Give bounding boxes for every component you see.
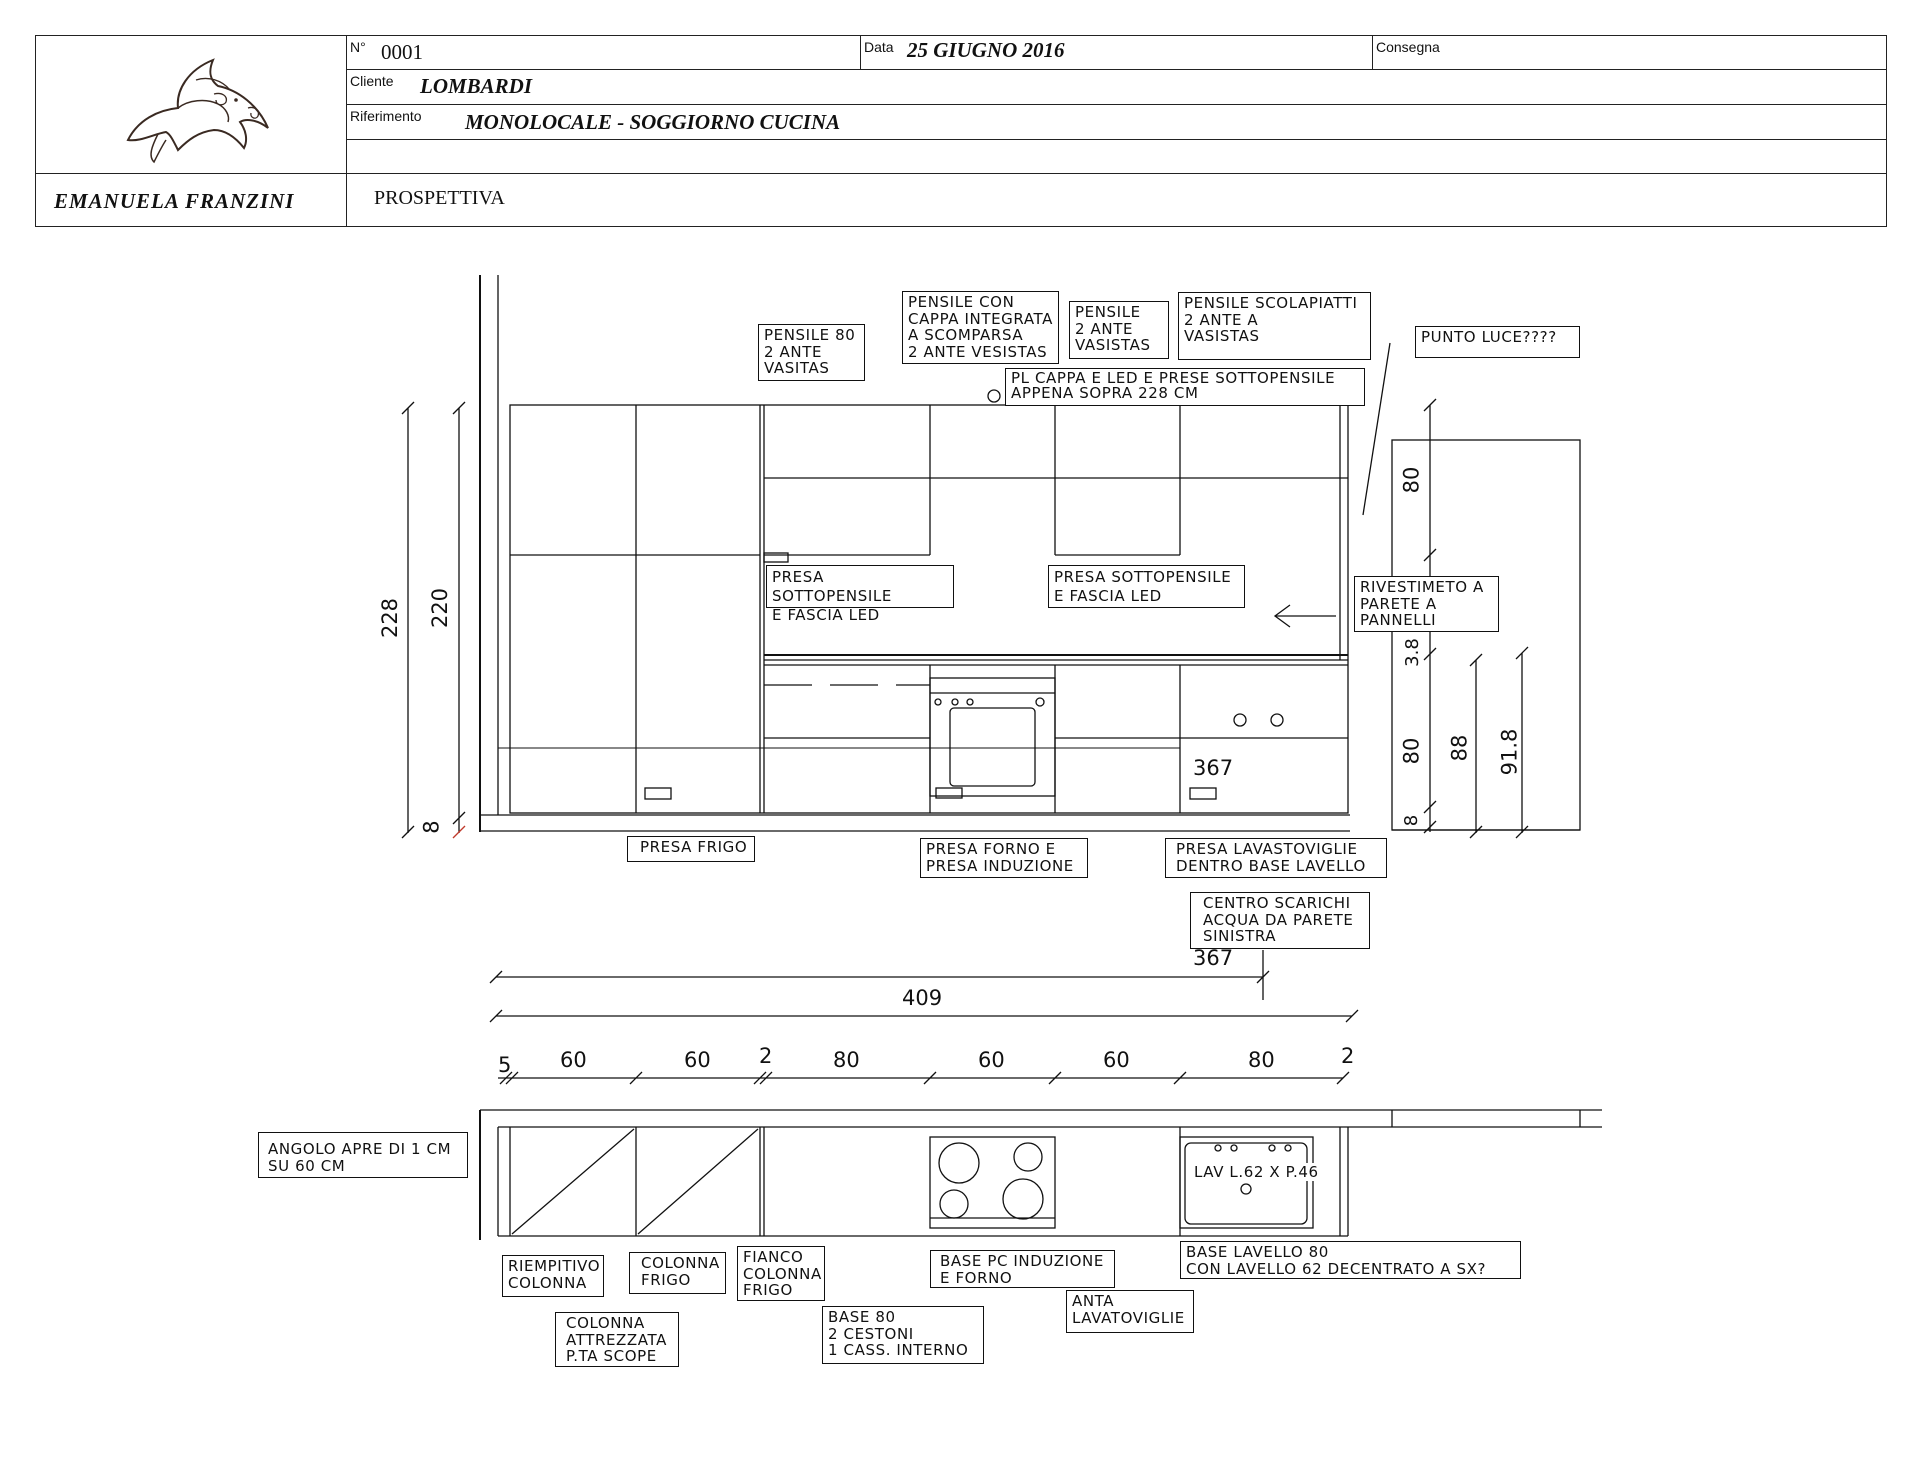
module-width-80a: 80: [833, 1048, 860, 1072]
dim-91-8: 91.8: [1497, 728, 1522, 776]
number-value: 0001: [381, 40, 423, 64]
reference-label: Riferimento: [350, 108, 422, 124]
dim-409: 409: [902, 986, 943, 1010]
note-base-lavello: BASE LAVELLO 80 CON LAVELLO 62 DECENTRAT…: [1180, 1241, 1521, 1279]
note-pensile-scolapiatti: PENSILE SCOLAPIATTI 2 ANTE A VASISTAS: [1178, 292, 1371, 360]
note-colonna-attrezzata: COLONNA ATTREZZATA P.TA SCOPE: [555, 1312, 679, 1367]
dim-80-top: 80: [1399, 466, 1424, 494]
number-label: N°: [350, 39, 366, 55]
note-base-80: BASE 80 2 CESTONI 1 CASS. INTERNO: [822, 1306, 984, 1364]
note-centro-scarichi: CENTRO SCARICHI ACQUA DA PARETE SINISTRA: [1190, 892, 1370, 949]
note-presa-sottopensile-1: PRESA SOTTOPENSILE E FASCIA LED: [766, 565, 954, 624]
note-riempitivo: RIEMPITIVO COLONNA: [502, 1255, 604, 1297]
module-width-60a: 60: [560, 1048, 587, 1072]
title-block-row-2: [346, 104, 1887, 105]
note-base-pc: BASE PC INDUZIONE E FORNO: [930, 1250, 1115, 1288]
client-value: LOMBARDI: [420, 74, 533, 98]
dim-220: 220: [428, 587, 453, 629]
module-width-5: 5: [498, 1053, 512, 1077]
dim-3-8: 3.8: [1401, 638, 1423, 667]
note-rivestimento: RIVESTIMETO A PARETE A PANNELLI: [1354, 576, 1499, 632]
client-label: Cliente: [350, 73, 394, 89]
dim-80-base: 80: [1399, 737, 1424, 765]
date-label: Data: [864, 39, 894, 55]
view-name: PROSPETTIVA: [374, 187, 505, 209]
note-pensile-80: PENSILE 80 2 ANTE VASITAS: [758, 324, 865, 381]
dim-367-inner: 367: [1193, 756, 1234, 780]
note-colonna-frigo: COLONNA FRIGO: [629, 1252, 726, 1294]
note-lavastoviglie: ANTA LAVATOVIGLIE: [1066, 1290, 1194, 1333]
module-width-60c: 60: [978, 1048, 1005, 1072]
title-block-divider-bottom: [35, 173, 1887, 174]
sink-label: LAV L.62 X P.46: [1193, 1163, 1320, 1181]
dolphin-logo-icon: [126, 58, 269, 164]
note-pensile-2-ante: PENSILE 2 ANTE VASISTAS: [1069, 301, 1169, 359]
title-block-row-1: [346, 69, 1887, 70]
designer-name: EMANUELA FRANZINI: [54, 189, 295, 213]
note-presa-lavastoviglie: PRESA LAVASTOVIGLIE DENTRO BASE LAVELLO: [1165, 838, 1387, 878]
title-block-col-date: [860, 35, 861, 70]
module-width-60b: 60: [684, 1048, 711, 1072]
module-width-2b: 2: [1341, 1044, 1355, 1068]
title-block-col-delivery: [1372, 35, 1373, 70]
note-pensile-cappa: PENSILE CON CAPPA INTEGRATA A SCOMPARSA …: [902, 291, 1059, 364]
dim-367: 367: [1193, 946, 1234, 970]
note-presa-frigo: PRESA FRIGO: [627, 836, 755, 862]
dim-8-left: 8: [419, 820, 444, 834]
note-angolo: ANGOLO APRE DI 1 CM SU 60 CM: [258, 1132, 468, 1178]
date-value: 25 GIUGNO 2016: [907, 38, 1065, 62]
module-width-80b: 80: [1248, 1048, 1275, 1072]
title-block-divider-vertical: [346, 35, 347, 227]
title-block-row-3: [346, 139, 1887, 140]
module-width-60d: 60: [1103, 1048, 1130, 1072]
dim-228: 228: [378, 597, 403, 639]
reference-value: MONOLOCALE - SOGGIORNO CUCINA: [465, 110, 841, 134]
dim-8-right: 8: [1401, 814, 1423, 827]
dim-88: 88: [1447, 734, 1472, 762]
note-presa-sottopensile-2: PRESA SOTTOPENSILE E FASCIA LED: [1048, 565, 1245, 608]
delivery-label: Consegna: [1376, 39, 1440, 55]
title-block: [35, 35, 1887, 227]
note-presa-forno: PRESA FORNO E PRESA INDUZIONE: [920, 838, 1088, 878]
note-pl-cappa: PL CAPPA E LED E PRESE SOTTOPENSILE APPE…: [1005, 368, 1365, 406]
module-width-2a: 2: [759, 1044, 773, 1068]
note-fianco: FIANCO COLONNA FRIGO: [737, 1246, 825, 1301]
note-punto-luce: PUNTO LUCE????: [1415, 326, 1580, 358]
